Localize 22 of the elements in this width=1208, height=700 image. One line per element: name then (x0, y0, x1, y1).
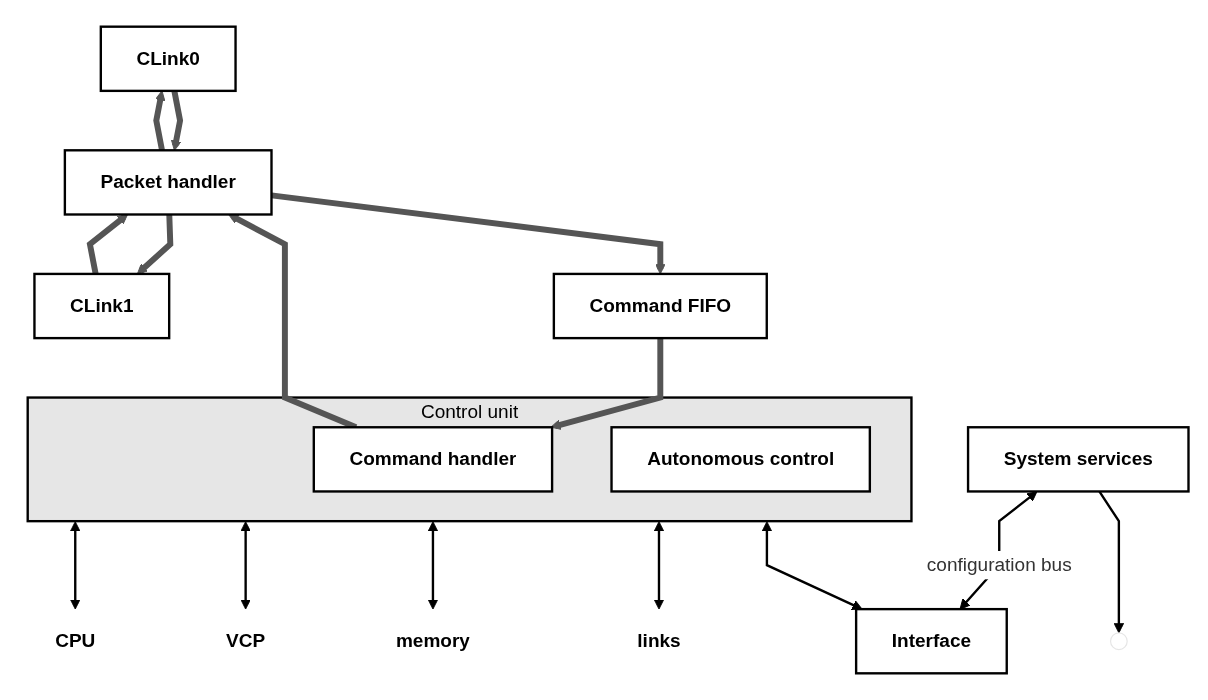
node-box: CLink1 (33, 272, 171, 340)
arrow (653, 521, 665, 610)
node-text: VCP (226, 630, 266, 651)
arrow (86, 214, 128, 275)
node-box: Command handler (312, 426, 554, 493)
arrow (761, 521, 863, 610)
arrow (153, 90, 166, 151)
arrow (427, 521, 439, 610)
node-box: Command FIFO (552, 272, 768, 340)
node-box: Autonomous control (610, 426, 872, 493)
node-text: links (637, 630, 681, 651)
node-text: memory (395, 630, 470, 651)
node-text: CPU (55, 630, 96, 651)
arrow (70, 521, 81, 610)
node-box: Interface (854, 607, 1008, 675)
arrow (240, 521, 251, 610)
edge-label: configuration bus (926, 554, 1072, 575)
node-box: Packet handler (63, 149, 273, 216)
node-box: CLink0 (99, 25, 237, 93)
node-box: System services (966, 426, 1190, 493)
arrow (550, 338, 664, 430)
arrow (171, 90, 184, 151)
